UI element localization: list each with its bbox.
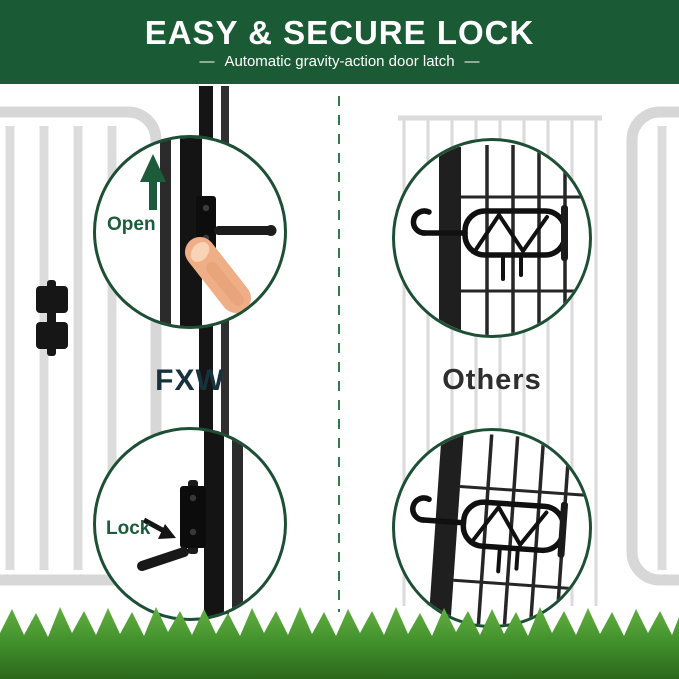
open-label: Open bbox=[107, 214, 156, 235]
gate-post-thin bbox=[232, 430, 243, 618]
gate-post bbox=[204, 430, 224, 618]
up-arrow-icon bbox=[140, 154, 166, 210]
others-latch-circle-top bbox=[392, 138, 592, 338]
center-divider bbox=[338, 96, 340, 612]
subtitle-dash-right: — bbox=[464, 53, 480, 70]
fxw-open-detail-circle: Open bbox=[93, 135, 287, 329]
hook-curl bbox=[410, 495, 432, 523]
brand-label-fxw: FXW bbox=[155, 364, 225, 397]
grass bbox=[0, 607, 679, 679]
subtitle-dash-left: — bbox=[199, 53, 215, 70]
latch-mount bbox=[557, 501, 568, 558]
banner-subtitle: — Automatic gravity-action door latch — bbox=[199, 53, 479, 70]
fence-panel-right-edge bbox=[626, 106, 679, 586]
latch-rod bbox=[137, 547, 189, 571]
spring-latch bbox=[410, 208, 568, 281]
gate-post bbox=[180, 138, 202, 326]
others-latch-circle-bottom bbox=[392, 428, 592, 628]
lock-arrow-icon bbox=[142, 517, 176, 539]
banner: EASY & SECURE LOCK — Automatic gravity-a… bbox=[0, 0, 679, 84]
banner-title: EASY & SECURE LOCK bbox=[144, 14, 535, 51]
hinge-icon bbox=[36, 280, 68, 356]
subtitle-text: Automatic gravity-action door latch bbox=[224, 53, 455, 70]
hook-curl bbox=[410, 208, 432, 236]
latch-mount bbox=[561, 205, 568, 261]
spring-latch-illustration bbox=[410, 145, 589, 335]
spring-latch-illustration bbox=[410, 433, 589, 625]
lock-label: Lock bbox=[106, 518, 151, 539]
lock-latch-illustration bbox=[137, 430, 243, 618]
brand-label-others: Others bbox=[442, 364, 542, 396]
gate-post-thin bbox=[160, 138, 171, 326]
fence-post bbox=[428, 433, 464, 623]
hook-handle bbox=[418, 517, 467, 526]
finger-icon bbox=[185, 237, 251, 313]
latch-bracket bbox=[180, 486, 206, 548]
fxw-lock-detail-circle: Lock bbox=[93, 427, 287, 621]
latch-rod bbox=[214, 226, 272, 235]
fence-post bbox=[439, 147, 461, 335]
open-latch-illustration bbox=[140, 138, 277, 326]
wire-fence bbox=[453, 434, 589, 625]
